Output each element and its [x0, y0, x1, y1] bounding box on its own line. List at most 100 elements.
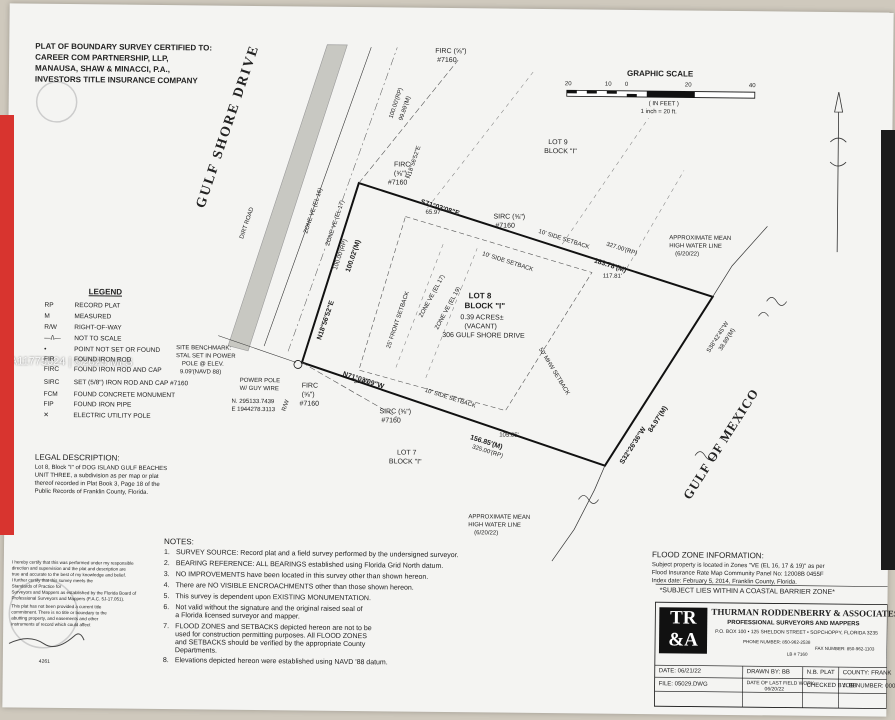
graphic-scale-unit: ( IN FEET ): [648, 101, 679, 108]
north-arrow-icon: [829, 91, 847, 253]
cert-line-5: Standards of Practice for: [11, 583, 62, 589]
lot-9-line: [358, 59, 459, 184]
survey-sheet: A11775024 | ©2025 MLS PLAT OF BOUNDARY S…: [2, 3, 895, 717]
certify-line-2: CAREER COM PARTNERSHIP, LLP,: [35, 52, 169, 64]
lot-9-label: LOT 9: [548, 139, 568, 147]
legend-title: LEGEND: [88, 287, 123, 297]
job-field: JOB NUMBER: 0005: [842, 683, 895, 690]
cert-line-11: instruments of record which could affect: [11, 621, 91, 628]
file-field: FILE: 05029.DWG: [658, 681, 708, 688]
seal-stamp-bottom: [8, 579, 79, 649]
benchmark-leader: [218, 335, 297, 363]
distance-117-81: 117.81': [602, 273, 622, 280]
firc-top-num: #7160: [437, 56, 457, 65]
logo-bottom: &A: [668, 629, 698, 651]
legend-item: R/W RIGHT-OF-WAY: [44, 324, 121, 332]
sirc-ne-label: SIRC (⅝"): [493, 213, 526, 221]
legend-abbr: FIR: [43, 355, 55, 363]
power-pole-symbol: [293, 360, 303, 369]
firm-phone: PHONE NUMBER: 850-962-2538: [743, 639, 811, 645]
legend-item: FIRC FOUND IRON ROD AND CAP: [44, 366, 162, 374]
block-7-label: BLOCK "I": [388, 458, 422, 466]
benchmark-line-3: POLE @ ELEV.: [181, 361, 224, 368]
survey-drawing: [8, 44, 888, 710]
certify-line-3: MANAUSA, SHAW & MINACCI, P.A.,: [34, 63, 171, 75]
registration-number: 4261: [38, 658, 50, 665]
legend-text: RECORD PLAT: [74, 302, 121, 310]
block-9-label: BLOCK "I": [544, 147, 577, 156]
logo-top: TR: [669, 607, 697, 629]
mhw-ne-label-3: (6/20/22): [675, 251, 700, 258]
legal-line-3: thereof recorded in Plat Book 3, Page 18…: [34, 480, 160, 488]
legend-text: FOUND IRON ROD: [73, 356, 132, 364]
distance-105-85: 105.85': [499, 432, 519, 439]
graphic-scale-ratio: 1 inch = 20 ft.: [640, 109, 677, 116]
legend-item: FIR FOUND IRON ROD: [44, 356, 131, 364]
legend-abbr: —/\—: [44, 334, 61, 342]
note-number: 7.: [163, 623, 170, 631]
sirc-s-label: SIRC (⅝"): [379, 408, 412, 416]
scale-tick-3: 0: [624, 81, 629, 88]
lot-7-line: [301, 362, 398, 418]
legend-item: •POINT NOT SET OR FOUND: [44, 346, 160, 354]
scale-tick-2: 10: [604, 81, 612, 88]
firc-sw-size: (⅝"): [301, 391, 315, 399]
legend-text: ELECTRIC UTILITY POLE: [73, 412, 151, 420]
red-folder-tab: [0, 115, 14, 535]
legal-line-4: Public Records of Franklin County, Flori…: [34, 488, 149, 496]
zone-line-3: [626, 170, 685, 268]
firm-logo: TR &A: [658, 607, 708, 654]
legal-line-1: Lot 8, Block "I" of DOG ISLAND GULF BEAC…: [34, 464, 168, 473]
legend-text: RIGHT-OF-WAY: [74, 324, 122, 332]
legal-line-2: UNIT THREE, a subdivision as per map or …: [34, 472, 159, 480]
zone-line-5: [425, 248, 478, 378]
wave-symbol-1: [758, 297, 787, 317]
benchmark-line-1: SITE BENCHMARK:: [176, 345, 232, 352]
legend-text: NOT TO SCALE: [74, 335, 122, 343]
legal-title: LEGAL DESCRIPTION:: [34, 452, 120, 463]
note-number: 6.: [163, 604, 170, 612]
note-number: 5.: [163, 593, 170, 601]
lot-block: BLOCK "I": [464, 301, 506, 311]
mhw-ne-label-2: HIGH WATER LINE: [669, 243, 722, 250]
firc-sw-num: #7160: [299, 400, 320, 408]
legend-abbr: R/W: [44, 323, 57, 331]
gulf-shore-drive-road: [227, 44, 348, 352]
legend-text: FOUND IRON ROD AND CAP: [73, 366, 162, 375]
firc-nw-num: #7160: [387, 179, 408, 187]
note-text: Departments.: [174, 647, 218, 655]
note-item: a Florida licensed surveyor and mapper.: [163, 612, 300, 620]
legend-abbr: M: [44, 312, 50, 320]
mhw-s-label-1: APPROXIMATE MEAN: [468, 514, 531, 521]
county-field: COUNTY: FRANK: [842, 670, 892, 677]
note-number: 1.: [163, 549, 170, 557]
scale-tick-4: 20: [684, 82, 692, 89]
cert-line-4: I further certify that this survey meets…: [11, 577, 93, 584]
benchmark-line-4: 9.09'(NAVD 88): [179, 369, 222, 376]
zone-line-2: [562, 117, 649, 245]
lot-7-label: LOT 7: [396, 449, 417, 457]
coord-easting: E 1944278.3113: [231, 406, 276, 414]
black-folder-tab: [881, 130, 895, 570]
legend-abbr: RP: [44, 301, 54, 309]
date-field: DATE: 06/21/22: [658, 668, 702, 675]
note-item: Departments.: [163, 647, 218, 655]
note-number: 4.: [163, 582, 170, 590]
flood-title: FLOOD ZONE INFORMATION:: [651, 550, 764, 561]
firm-subtitle: PROFESSIONAL SURVEYORS AND MAPPERS: [727, 619, 860, 628]
field-work-date: 06/20/22: [764, 686, 785, 693]
legend-item: —/\— NOT TO SCALE: [44, 335, 121, 343]
graphic-scale-title: GRAPHIC SCALE: [626, 68, 694, 79]
legend-text: FOUND CONCRETE MONUMENT: [73, 391, 176, 400]
drawn-field: DRAWN BY: BB: [746, 669, 790, 676]
benchmark-line-2: STAL SET IN POWER: [175, 353, 236, 360]
lot-address: 306 GULF SHORE DRIVE: [442, 331, 525, 340]
power-pole-line-2: W/ GUY WIRE: [239, 385, 279, 393]
notes-title: NOTES:: [164, 537, 194, 547]
legend-abbr: ✕: [43, 411, 49, 419]
wave-symbol-2: [694, 451, 716, 461]
legend-abbr: FIRC: [43, 365, 60, 373]
